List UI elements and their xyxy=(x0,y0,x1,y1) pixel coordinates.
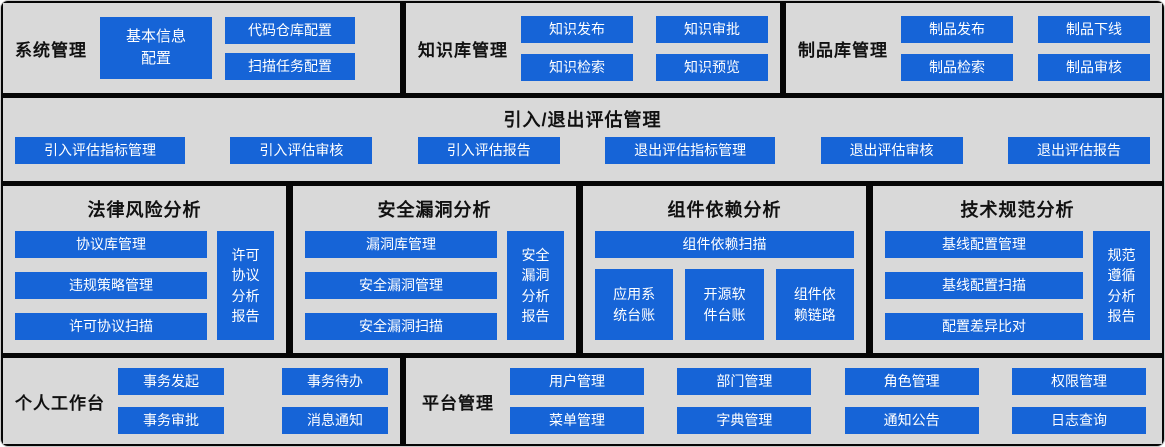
artifact-review-button[interactable]: 制品审核 xyxy=(1038,53,1150,81)
security-vuln-report-label: 安全漏洞分析报告 xyxy=(521,246,550,324)
open-source-ledger-button[interactable]: 开源软件台账 xyxy=(685,269,764,340)
security-vuln-report-button[interactable]: 安全漏洞分析报告 xyxy=(507,231,564,340)
vuln-library-mgmt-button[interactable]: 漏洞库管理 xyxy=(305,231,497,258)
department-mgmt-button[interactable]: 部门管理 xyxy=(677,368,812,395)
panel-component-dependency-analysis: 组件依赖分析 组件依赖扫描 应用系统台账 开源软件台账 组件依赖链路 xyxy=(583,186,866,353)
panel-title-personal-workbench: 个人工作台 xyxy=(15,393,105,413)
panel-title-legal-risk: 法律风险分析 xyxy=(87,200,202,220)
task-initiate-button[interactable]: 事务发起 xyxy=(118,368,224,395)
security-button-column: 漏洞库管理 安全漏洞管理 安全漏洞扫描 xyxy=(305,231,497,340)
personal-button-grid: 事务发起 事务待办 事务审批 消息通知 xyxy=(118,368,388,434)
tech-content: 基线配置管理 基线配置扫描 配置差异比对 规范遵循分析报告 xyxy=(885,231,1150,340)
task-approve-button[interactable]: 事务审批 xyxy=(118,407,224,434)
evaluation-button-row: 引入评估指标管理 引入评估审核 引入评估报告 退出评估指标管理 退出评估审核 退… xyxy=(15,132,1150,169)
panel-title-component-dependency: 组件依赖分析 xyxy=(667,200,782,220)
panel-artifact-repo-management: 制品库管理 制品发布 制品下线 制品检索 制品审核 xyxy=(786,3,1162,93)
security-content: 漏洞库管理 安全漏洞管理 安全漏洞扫描 安全漏洞分析报告 xyxy=(305,231,564,340)
analysis-row: 法律风险分析 协议库管理 违规策略管理 许可协议扫描 许可协议分析报告 安全漏洞… xyxy=(3,186,1162,353)
panel-title-tech-spec: 技术规范分析 xyxy=(960,200,1075,220)
panel-title-knowledge-base: 知识库管理 xyxy=(418,40,508,60)
component-dependency-scan-button[interactable]: 组件依赖扫描 xyxy=(595,231,854,258)
knowledge-preview-button[interactable]: 知识预览 xyxy=(656,53,768,81)
panel-legal-risk-analysis: 法律风险分析 协议库管理 违规策略管理 许可协议扫描 许可协议分析报告 xyxy=(3,186,286,353)
permission-mgmt-button[interactable]: 权限管理 xyxy=(1011,368,1146,395)
panel-personal-workbench: 个人工作台 事务发起 事务待办 事务审批 消息通知 xyxy=(3,358,400,444)
legal-button-column: 协议库管理 违规策略管理 许可协议扫描 xyxy=(15,231,207,340)
spec-compliance-report-label: 规范遵循分析报告 xyxy=(1107,246,1136,324)
license-analysis-report-button[interactable]: 许可协议分析报告 xyxy=(217,231,274,340)
exit-eval-review-button[interactable]: 退出评估审核 xyxy=(820,137,963,164)
basic-info-config-button[interactable]: 基本信息配置 xyxy=(100,17,212,79)
menu-mgmt-button[interactable]: 菜单管理 xyxy=(510,407,644,434)
knowledge-publish-button[interactable]: 知识发布 xyxy=(521,15,633,43)
panel-intro-exit-evaluation: 引入/退出评估管理 引入评估指标管理 引入评估审核 引入评估报告 退出评估指标管… xyxy=(3,98,1162,181)
panel-tech-spec-analysis: 技术规范分析 基线配置管理 基线配置扫描 配置差异比对 规范遵循分析报告 xyxy=(873,186,1162,353)
knowledge-search-button[interactable]: 知识检索 xyxy=(521,53,633,81)
panel-security-vuln-analysis: 安全漏洞分析 漏洞库管理 安全漏洞管理 安全漏洞扫描 安全漏洞分析报告 xyxy=(293,186,576,353)
security-vuln-mgmt-button[interactable]: 安全漏洞管理 xyxy=(305,272,497,299)
bottom-row: 个人工作台 事务发起 事务待办 事务审批 消息通知 平台管理 用户管理 部门管理… xyxy=(3,358,1162,444)
license-protocol-scan-button[interactable]: 许可协议扫描 xyxy=(15,313,207,340)
system-button-stack: 代码仓库配置 扫描任务配置 xyxy=(225,16,355,80)
app-system-ledger-button[interactable]: 应用系统台账 xyxy=(595,269,674,340)
legal-content: 协议库管理 违规策略管理 许可协议扫描 许可协议分析报告 xyxy=(15,231,274,340)
panel-title-artifact-repo: 制品库管理 xyxy=(798,40,888,60)
user-mgmt-button[interactable]: 用户管理 xyxy=(510,368,644,395)
exit-eval-metrics-button[interactable]: 退出评估指标管理 xyxy=(605,137,776,164)
panel-title-evaluation: 引入/退出评估管理 xyxy=(503,110,662,130)
task-todo-button[interactable]: 事务待办 xyxy=(282,368,388,395)
baseline-config-scan-button[interactable]: 基线配置扫描 xyxy=(885,272,1083,299)
tech-button-column: 基线配置管理 基线配置扫描 配置差异比对 xyxy=(885,231,1083,340)
config-diff-compare-button[interactable]: 配置差异比对 xyxy=(885,313,1083,340)
panel-knowledge-base-management: 知识库管理 知识发布 知识审批 知识检索 知识预览 xyxy=(406,3,780,93)
panel-title-platform-management: 平台管理 xyxy=(422,393,494,413)
violation-policy-mgmt-button[interactable]: 违规策略管理 xyxy=(15,272,207,299)
top-row: 系统管理 基本信息配置 代码仓库配置 扫描任务配置 知识库管理 知识发布 知识审… xyxy=(3,3,1162,93)
panel-system-management: 系统管理 基本信息配置 代码仓库配置 扫描任务配置 xyxy=(3,3,400,93)
security-vuln-scan-button[interactable]: 安全漏洞扫描 xyxy=(305,313,497,340)
protocol-library-mgmt-button[interactable]: 协议库管理 xyxy=(15,231,207,258)
component-button-row: 应用系统台账 开源软件台账 组件依赖链路 xyxy=(595,269,854,340)
dependency-link-button[interactable]: 组件依赖链路 xyxy=(775,269,854,340)
artifact-search-button[interactable]: 制品检索 xyxy=(901,53,1013,81)
license-analysis-report-label: 许可协议分析报告 xyxy=(231,246,260,324)
panel-title-system-management: 系统管理 xyxy=(15,40,87,60)
knowledge-approval-button[interactable]: 知识审批 xyxy=(656,15,768,43)
panel-platform-management: 平台管理 用户管理 部门管理 角色管理 权限管理 菜单管理 字典管理 通知公告 … xyxy=(406,358,1162,444)
artifact-offline-button[interactable]: 制品下线 xyxy=(1038,15,1150,43)
dependency-link-label: 组件依赖链路 xyxy=(793,286,836,323)
panel-title-security-vuln: 安全漏洞分析 xyxy=(377,200,492,220)
platform-button-grid: 用户管理 部门管理 角色管理 权限管理 菜单管理 字典管理 通知公告 日志查询 xyxy=(510,368,1146,434)
app-system-ledger-label: 应用系统台账 xyxy=(613,286,656,323)
spec-compliance-report-button[interactable]: 规范遵循分析报告 xyxy=(1093,231,1150,340)
artifact-button-grid: 制品发布 制品下线 制品检索 制品审核 xyxy=(901,15,1150,81)
message-notification-button[interactable]: 消息通知 xyxy=(282,407,388,434)
intro-eval-metrics-button[interactable]: 引入评估指标管理 xyxy=(15,137,185,164)
code-repo-config-button[interactable]: 代码仓库配置 xyxy=(225,16,355,44)
intro-eval-report-button[interactable]: 引入评估报告 xyxy=(417,137,560,164)
component-content: 组件依赖扫描 应用系统台账 开源软件台账 组件依赖链路 xyxy=(595,231,854,340)
notice-announcement-button[interactable]: 通知公告 xyxy=(844,407,979,434)
dictionary-mgmt-button[interactable]: 字典管理 xyxy=(677,407,812,434)
log-query-button[interactable]: 日志查询 xyxy=(1011,407,1146,434)
role-mgmt-button[interactable]: 角色管理 xyxy=(844,368,979,395)
scan-task-config-button[interactable]: 扫描任务配置 xyxy=(225,52,355,80)
artifact-publish-button[interactable]: 制品发布 xyxy=(901,15,1013,43)
basic-info-config-label: 基本信息配置 xyxy=(126,28,187,67)
open-source-ledger-label: 开源软件台账 xyxy=(703,286,746,323)
intro-eval-review-button[interactable]: 引入评估审核 xyxy=(230,137,373,164)
exit-eval-report-button[interactable]: 退出评估报告 xyxy=(1007,137,1150,164)
knowledge-button-grid: 知识发布 知识审批 知识检索 知识预览 xyxy=(521,15,768,81)
baseline-config-mgmt-button[interactable]: 基线配置管理 xyxy=(885,231,1083,258)
